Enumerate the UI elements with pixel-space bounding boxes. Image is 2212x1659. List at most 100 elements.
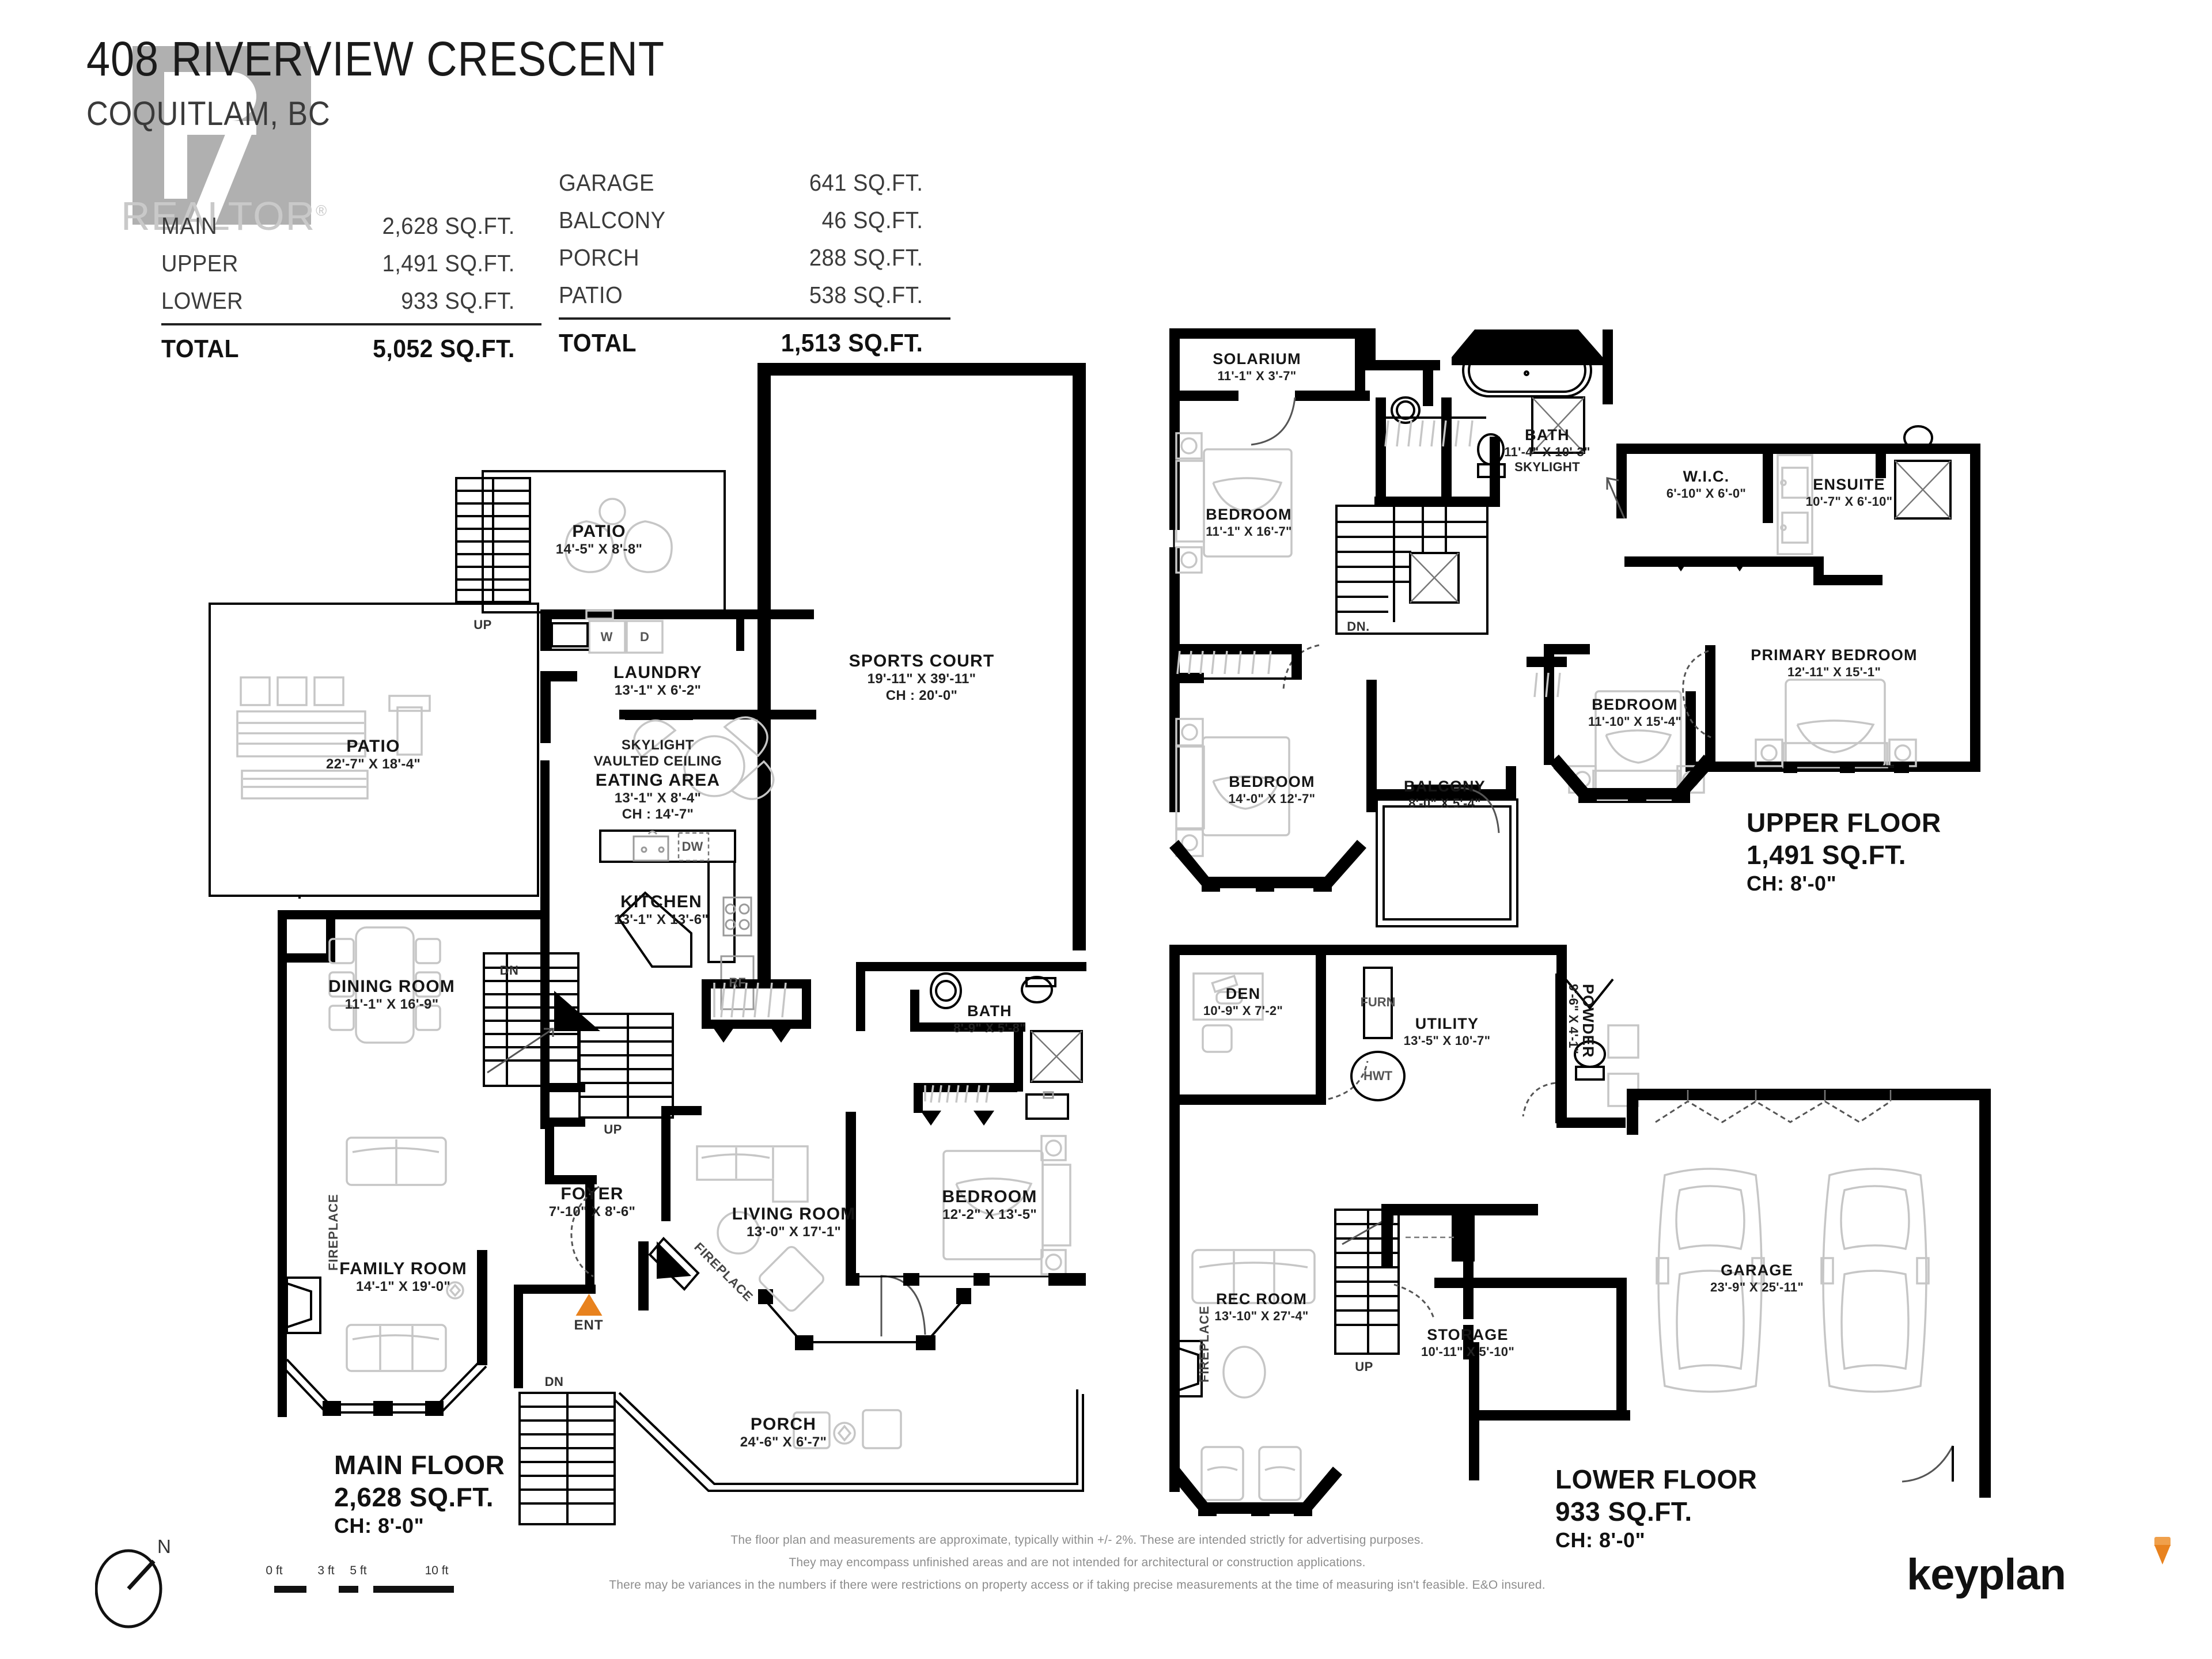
keyplan-logo: keyplan bbox=[1907, 1537, 2171, 1600]
area-label: MAIN bbox=[161, 213, 218, 239]
disclaimer-line-3: There may be variances in the numbers if… bbox=[609, 1578, 1546, 1592]
kitchen-sink bbox=[632, 830, 669, 862]
room-label-balcony: BALCONY 8'-0" X 5'-4" bbox=[1404, 778, 1486, 810]
ensuite-vanity bbox=[1777, 454, 1813, 555]
upper-floor-plan bbox=[1169, 328, 1980, 927]
area-row: BALCONY 46 SQ.FT. bbox=[559, 202, 923, 239]
scale-bar: 0 ft 3 ft 5 ft 10 ft bbox=[266, 1564, 461, 1604]
den-furniture bbox=[1192, 972, 1264, 1053]
marker-up-lower: UP bbox=[1355, 1359, 1373, 1374]
main-floor-plan bbox=[209, 363, 1086, 1525]
living-room-furniture bbox=[696, 1145, 825, 1312]
room-label-upper-bedroom-bl: BEDROOM 14'-0" X 12'-7" bbox=[1228, 773, 1316, 806]
bath-closet bbox=[914, 1083, 1017, 1126]
disclaimer-line-2: They may encompass unfinished areas and … bbox=[789, 1555, 1366, 1569]
room-label-garage: GARAGE 23'-9" X 25'-11" bbox=[1710, 1262, 1804, 1294]
entrance-marker: ENT bbox=[574, 1294, 604, 1334]
room-label-patio-small: PATIO 14'-5" X 8'-8" bbox=[555, 522, 643, 558]
area-label: PATIO bbox=[559, 282, 623, 308]
area-label: BALCONY bbox=[559, 207, 666, 233]
rec-room-bay bbox=[1169, 1467, 1342, 1516]
appliance-furnace: FURN bbox=[1360, 995, 1396, 1009]
room-label-solarium: SOLARIUM 11'-1" X 3'-7" bbox=[1213, 350, 1301, 383]
marker-dn-entry: DN bbox=[544, 1374, 564, 1389]
area-value: 1,491 SQ.FT. bbox=[382, 250, 515, 276]
keyplan-pin-icon bbox=[2154, 1545, 2171, 1565]
compass-north-label: N bbox=[157, 1536, 171, 1557]
entrance-triangle-icon bbox=[575, 1294, 602, 1316]
area-summary-interior: MAIN 2,628 SQ.FT. UPPER 1,491 SQ.FT. LOW… bbox=[161, 207, 541, 369]
room-label-main-bath: BATH 8'-9" X 5'-8" bbox=[953, 1002, 1026, 1035]
upper-bedroom-left-furniture bbox=[1175, 432, 1293, 574]
kitchen-dishwasher bbox=[677, 832, 710, 862]
upper-floor-title: UPPER FLOOR 1,491 SQ.FT. CH: 8'-0" bbox=[1747, 808, 1941, 896]
ensuite-shower bbox=[1894, 425, 1952, 520]
area-label: LOWER bbox=[161, 287, 244, 314]
area-value: 2,628 SQ.FT. bbox=[382, 213, 515, 239]
room-label-storage: STORAGE 10'-11" X 5'-10" bbox=[1421, 1326, 1515, 1359]
fireplace-label-rec-room: FIREPLACE bbox=[1197, 1305, 1211, 1382]
front-entry-bay bbox=[758, 1275, 971, 1350]
page-subtitle: COQUITLAM, BC bbox=[86, 95, 331, 132]
upper-closet-top bbox=[1169, 644, 1302, 683]
fireplace-label-family-room: FIREPLACE bbox=[326, 1194, 340, 1271]
area-row: GARAGE 641 SQ.FT. bbox=[559, 164, 923, 202]
area-value: 933 SQ.FT. bbox=[401, 287, 515, 314]
family-room-furniture bbox=[346, 1137, 464, 1372]
upper-balcony bbox=[1376, 766, 1518, 927]
upper-bath bbox=[1391, 329, 1613, 478]
foyer-stairs-up bbox=[578, 1013, 674, 1119]
scale-bar-graphic bbox=[274, 1586, 454, 1593]
room-label-rec-room: REC ROOM 13'-10" X 27'-4" bbox=[1214, 1290, 1309, 1323]
area-row: LOWER 933 SQ.FT. bbox=[161, 282, 515, 320]
upper-bedroom-bl-bay bbox=[1169, 840, 1366, 892]
room-label-wic: W.I.C. 6'-10" X 6'-0" bbox=[1666, 468, 1747, 501]
room-label-main-bedroom: BEDROOM 12'-2" X 13'-5" bbox=[942, 1187, 1037, 1223]
eating-area-furniture bbox=[633, 716, 775, 800]
primary-bedroom-furniture bbox=[1755, 679, 1917, 768]
lower-floor-plan bbox=[1169, 945, 1991, 1516]
area-total-value: 5,052 SQ.FT. bbox=[373, 335, 515, 363]
appliance-dishwasher: DW bbox=[681, 839, 703, 854]
appliance-hot-water-tank: HWT bbox=[1363, 1069, 1393, 1083]
room-label-den: DEN 10'-9" X 7'-2" bbox=[1203, 985, 1283, 1018]
disclaimer-line-1: The floor plan and measurements are appr… bbox=[730, 1533, 1424, 1547]
disclaimer-block: The floor plan and measurements are appr… bbox=[588, 1529, 1567, 1597]
area-summary-exterior: GARAGE 641 SQ.FT. BALCONY 46 SQ.FT. PORC… bbox=[559, 164, 950, 363]
area-row: MAIN 2,628 SQ.FT. bbox=[161, 207, 515, 245]
lower-stairs-up bbox=[1334, 1209, 1400, 1355]
upper-bedroom-mid-bay bbox=[1550, 755, 1713, 803]
lower-floor-title: LOWER FLOOR 933 SQ.FT. CH: 8'-0" bbox=[1555, 1464, 1758, 1552]
scale-tick-3: 3 ft bbox=[317, 1564, 335, 1577]
scale-tick-10: 10 ft bbox=[425, 1564, 449, 1577]
appliance-dryer: D bbox=[640, 630, 649, 644]
room-label-foyer: FOYER 7'-10" X 8'-6" bbox=[548, 1184, 636, 1220]
area-total-label: TOTAL bbox=[559, 329, 637, 357]
area-total-label: TOTAL bbox=[161, 335, 239, 363]
area-label: PORCH bbox=[559, 244, 640, 271]
appliance-washer: W bbox=[600, 630, 613, 644]
area-value: 288 SQ.FT. bbox=[809, 244, 923, 271]
room-label-utility: UTILITY 13'-5" X 10'-7" bbox=[1403, 1015, 1491, 1048]
area-label: GARAGE bbox=[559, 169, 654, 196]
living-room-fireplace bbox=[648, 1237, 700, 1291]
area-total-row: TOTAL 1,513 SQ.FT. bbox=[559, 320, 923, 363]
utility-equipment bbox=[1350, 967, 1406, 1101]
room-label-eating-area: SKYLIGHT VAULTED CEILING EATING AREA 13'… bbox=[593, 737, 722, 823]
upper-patio-furniture bbox=[565, 498, 673, 573]
upper-closet-right bbox=[1527, 657, 1567, 698]
kitchen-range bbox=[722, 896, 752, 937]
rec-room-furniture bbox=[1191, 1249, 1316, 1501]
room-label-living-room: LIVING ROOM 13'-0" X 17'-1" bbox=[732, 1205, 856, 1240]
entrance-label: ENT bbox=[574, 1317, 604, 1333]
rec-room-fireplace bbox=[1176, 1340, 1203, 1397]
area-total-row: TOTAL 5,052 SQ.FT. bbox=[161, 325, 515, 369]
room-label-upper-bedroom-left: BEDROOM 11'-1" X 16'-7" bbox=[1206, 506, 1292, 539]
room-label-patio-large: PATIO 22'-7" X 18'-4" bbox=[325, 737, 421, 772]
upper-bedroom-bl-furniture bbox=[1175, 718, 1290, 857]
keyplan-pin-top-icon bbox=[2154, 1537, 2171, 1546]
compass-rose: N bbox=[94, 1536, 171, 1630]
room-label-kitchen: KITCHEN 13'-1" X 13'-6" bbox=[613, 892, 709, 928]
marker-up-patio: UP bbox=[474, 618, 492, 632]
porch-outline bbox=[613, 1389, 1084, 1492]
